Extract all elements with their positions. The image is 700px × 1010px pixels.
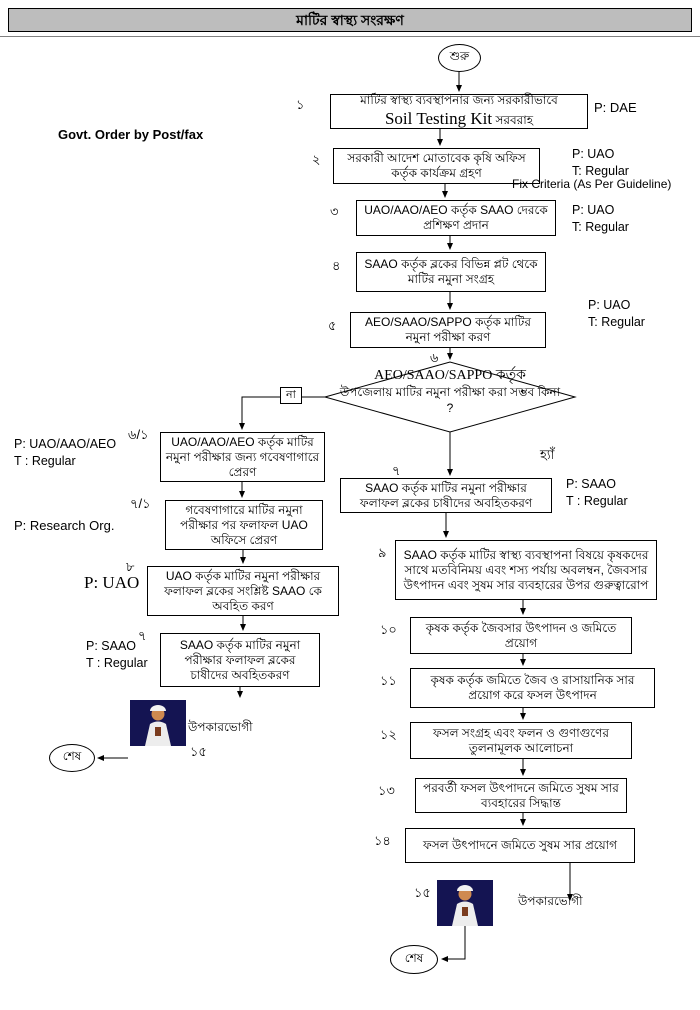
decision-diamond-shape (323, 361, 577, 433)
edge-label-no: না (280, 387, 302, 404)
step-2-number: ২ (312, 152, 321, 167)
title-separator (0, 36, 700, 37)
beneficiary-icon-right (437, 880, 493, 926)
step-8-annotation: P: UAO (84, 573, 140, 592)
step-9-text: SAAO কর্তৃক মাটির স্বাস্থ্য ব্যবস্থাপনা … (403, 547, 649, 592)
step-3-box: UAO/AAO/AEO কর্তৃক SAAO দেরকে প্রশিক্ষণ … (356, 200, 556, 236)
step-7-1-box: গবেষণাগারে মাটির নমুনা পরীক্ষার পর ফলাফল… (165, 500, 323, 550)
step-13-text: পরবর্তী ফসল উৎপাদনে জমিতে সুষম সার ব্যবহ… (423, 780, 619, 810)
edge-label-govt-order: Govt. Order by Post/fax (58, 127, 204, 142)
step-7-left-annotation: P: SAAO T : Regular (86, 638, 148, 672)
step-14-box: ফসল উৎপাদনে জমিতে সুষম সার প্রয়োগ (405, 828, 635, 863)
step-2-annotation-p: P: UAO (572, 147, 615, 161)
step-8-number: ৮ (126, 559, 135, 574)
step-1-kit-suffix: সরবরাহ (495, 113, 534, 128)
beneficiary-label-left: উপকারভোগী (188, 720, 253, 734)
step-3-text: UAO/AAO/AEO কর্তৃক SAAO দেরকে প্রশিক্ষণ … (364, 203, 548, 232)
step-6-1-box: UAO/AAO/AEO কর্তৃক মাটির নমুনা পরীক্ষার … (160, 432, 325, 482)
step-7-left-text: SAAO কর্তৃক মাটির নমুনা পরীক্ষার ফলাফল ব… (179, 637, 301, 682)
beneficiary-number-right: ১৫ (414, 885, 431, 900)
step-7-1-annotation: P: Research Org. (14, 518, 115, 533)
step-11-number: ১১ (380, 673, 397, 688)
step-12-text: ফসল সংগ্রহ এবং ফলন ও গুণাগুণের তুলনামূলক… (432, 725, 610, 755)
step-13-box: পরবর্তী ফসল উৎপাদনে জমিতে সুষম সার ব্যবহ… (415, 778, 627, 813)
step-7-left-number: ৭ (138, 628, 147, 643)
step-4-box: SAAO কর্তৃক ব্লকের বিভিন্ন প্লট থেকে মাট… (356, 252, 546, 292)
step-5-box: AEO/SAAO/SAPPO কর্তৃক মাটির নমুনা পরীক্ষ… (350, 312, 546, 348)
step-3-annotation: P: UAO T: Regular (572, 202, 629, 236)
step-10-text: কৃষক কর্তৃক জৈবসার উৎপাদন ও জমিতে প্রয়ো… (425, 620, 617, 650)
step-3-annotation-p: P: UAO (572, 203, 615, 217)
step-7-right-annotation-t: T : Regular (566, 493, 628, 508)
edge-label-yes: হ্যাঁ (540, 447, 555, 462)
step-1-kit: Soil Testing Kit (384, 109, 493, 129)
step-6-1-annotation-t: T : Regular (14, 453, 76, 468)
start-terminal: শুরু (438, 44, 481, 72)
step-14-number: ১৪ (374, 833, 391, 848)
beneficiary-number-left: ১৫ (190, 744, 207, 759)
step-10-box: কৃষক কর্তৃক জৈবসার উৎপাদন ও জমিতে প্রয়ো… (410, 617, 632, 654)
step-7-right-text: SAAO কর্তৃক মাটির নমুনা পরীক্ষার ফলাফল ব… (359, 480, 533, 510)
arrow-beneficiary-to-end-right (441, 926, 466, 962)
step-6-1-text: UAO/AAO/AEO কর্তৃক মাটির নমুনা পরীক্ষার … (165, 434, 320, 479)
page-title: মাটির স্বাস্থ্য সংরক্ষণ (8, 8, 692, 32)
step-7-right-box: SAAO কর্তৃক মাটির নমুনা পরীক্ষার ফলাফল ব… (340, 478, 552, 513)
step-1-kit-line: Soil Testing Kit সরবরাহ (385, 108, 533, 129)
step-5-annotation: P: UAO T: Regular (588, 297, 645, 331)
step-8-box: UAO কর্তৃক মাটির নমুনা পরীক্ষার ফলাফল ব্… (147, 566, 339, 616)
step-8-text: UAO কর্তৃক মাটির নমুনা পরীক্ষার ফলাফল ব্… (164, 568, 322, 613)
step-3-annotation-t: T: Regular (572, 219, 629, 234)
step-7-right-annotation-p: P: SAAO (566, 477, 617, 491)
step-1-number: ১ (296, 97, 305, 112)
step-7-1-number: ৭/১ (130, 496, 151, 511)
step-6-1-annotation: P: UAO/AAO/AEO T : Regular (14, 436, 116, 470)
step-4-text: SAAO কর্তৃক ব্লকের বিভিন্ন প্লট থেকে মাট… (364, 257, 538, 286)
step-5-text: AEO/SAAO/SAPPO কর্তৃক মাটির নমুনা পরীক্ষ… (365, 315, 531, 344)
step-2-text: সরকারী আদেশ মোতাবেক কৃষি অফিস কর্তৃক কার… (347, 151, 526, 180)
step-12-number: ১২ (380, 727, 397, 742)
step-13-number: ১৩ (378, 783, 395, 798)
beneficiary-label-right: উপকারভোগী (518, 894, 583, 908)
step-7-left-annotation-p: P: SAAO (86, 639, 137, 653)
step-1-text: মাটির স্বাস্থ্য ব্যবস্থাপনার জন্য সরকারী… (360, 93, 558, 108)
step-7-left-box: SAAO কর্তৃক মাটির নমুনা পরীক্ষার ফলাফল ব… (160, 633, 320, 687)
step-11-text: কৃষক কর্তৃক জমিতে জৈব ও রাসায়ানিক সার প… (430, 673, 635, 702)
decision-number: ৬ (430, 350, 439, 365)
step-2-box: সরকারী আদেশ মোতাবেক কৃষি অফিস কর্তৃক কার… (333, 148, 540, 184)
decision-text-line2: উপজেলায় মাটির নমুনা পরীক্ষা করা সম্ভব ক… (339, 385, 561, 415)
step-10-number: ১০ (380, 622, 397, 637)
step-7-1-text: গবেষণাগারে মাটির নমুনা পরীক্ষার পর ফলাফল… (180, 502, 308, 547)
step-1-annotation: P: DAE (594, 100, 637, 115)
step-1-box: মাটির স্বাস্থ্য ব্যবস্থাপনার জন্য সরকারী… (330, 93, 588, 129)
beneficiary-icon-left (130, 700, 186, 746)
step-11-box: কৃষক কর্তৃক জমিতে জৈব ও রাসায়ানিক সার প… (410, 668, 655, 708)
step-7-right-annotation: P: SAAO T : Regular (566, 476, 628, 510)
step-6-1-annotation-p: P: UAO/AAO/AEO (14, 437, 117, 451)
step-5-annotation-t: T: Regular (588, 314, 645, 329)
step-9-box: SAAO কর্তৃক মাটির স্বাস্থ্য ব্যবস্থাপনা … (395, 540, 657, 600)
step-5-number: ৫ (328, 318, 337, 333)
step-4-number: ৪ (332, 258, 341, 273)
end-terminal-left: শেষ (49, 744, 95, 772)
step-6-1-number: ৬/১ (128, 427, 149, 442)
step-9-number: ৯ (378, 545, 387, 560)
step-2-annotation-t: T: Regular (572, 163, 629, 178)
step-3-number: ৩ (330, 204, 339, 219)
step-14-text: ফসল উৎপাদনে জমিতে সুষম সার প্রয়োগ (422, 838, 618, 852)
step-7-right-number: ৭ (392, 463, 401, 478)
step-12-box: ফসল সংগ্রহ এবং ফলন ও গুণাগুণের তুলনামূলক… (410, 722, 632, 759)
step-7-left-annotation-t: T : Regular (86, 655, 148, 670)
step-5-annotation-p: P: UAO (588, 298, 631, 312)
end-terminal-right: শেষ (390, 945, 438, 974)
step-2-annotation: P: UAO T: Regular (572, 146, 629, 180)
decision-text: AEO/SAAO/SAPPO কর্তৃক উপজেলায় মাটির নমু… (338, 367, 562, 416)
edge-label-fix-criteria: Fix Criteria (As Per Guideline) (512, 177, 672, 191)
decision-text-line1: AEO/SAAO/SAPPO কর্তৃক (374, 368, 526, 383)
